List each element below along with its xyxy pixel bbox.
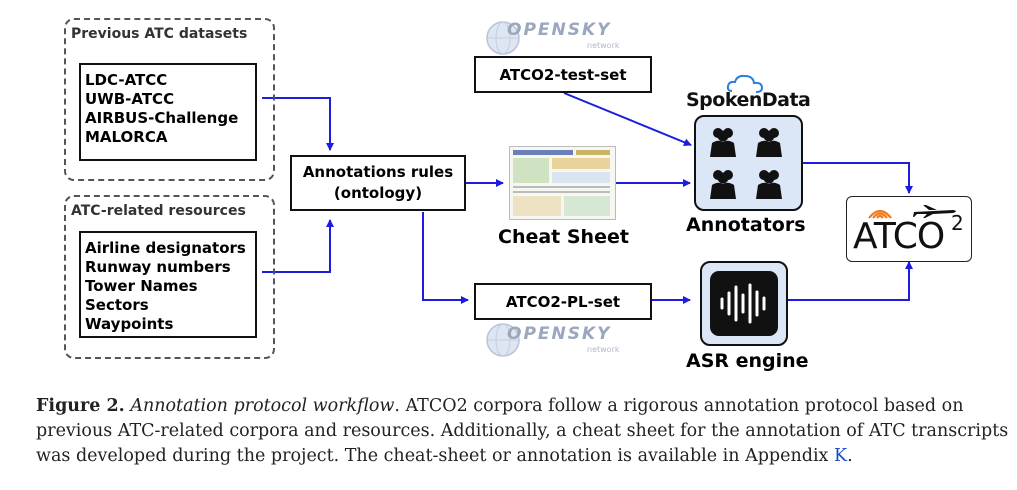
globe-icon bbox=[486, 21, 520, 55]
list-item: Runway numbers bbox=[85, 258, 231, 276]
figure-end: . bbox=[847, 446, 853, 466]
opensky-logo-bottom: OPENSKY network bbox=[483, 320, 648, 360]
figure-text: ATCO2 corpora follow a rigorous annotati… bbox=[36, 396, 1009, 466]
cheat-sheet-label: Cheat Sheet bbox=[498, 226, 629, 248]
previous-datasets-list: LDC-ATCC UWB-ATCC AIRBUS-Challenge MALOR… bbox=[79, 63, 257, 161]
cloud-icon bbox=[726, 74, 764, 93]
spokendata-logo: SpokenData bbox=[686, 73, 816, 113]
atco-wordmark: ATCO bbox=[853, 216, 945, 257]
previous-datasets-title: Previous ATC datasets bbox=[71, 26, 248, 42]
opensky-wordmark: OPENSKY bbox=[507, 20, 612, 40]
opensky-subtext: network bbox=[587, 345, 620, 354]
atco-superscript: 2 bbox=[951, 211, 964, 235]
list-item: Tower Names bbox=[85, 277, 198, 295]
related-resources-group bbox=[64, 195, 275, 359]
list-item: UWB-ATCC bbox=[85, 90, 175, 108]
opensky-logo-top: OPENSKY network bbox=[483, 18, 648, 58]
people-group-icon bbox=[710, 128, 782, 199]
asr-engine-node bbox=[700, 261, 788, 346]
related-resources-title: ATC-related resources bbox=[71, 203, 246, 219]
arrow-rules-to-plset bbox=[422, 212, 469, 304]
arrow-testset-to-annotators bbox=[563, 92, 692, 147]
atco2-test-set-box: ATCO2-test-set bbox=[474, 56, 652, 93]
opensky-subtext: network bbox=[587, 41, 620, 50]
audio-waveform-icon bbox=[710, 271, 778, 336]
list-item: LDC-ATCC bbox=[85, 71, 168, 89]
list-item: Airline designators bbox=[85, 239, 246, 257]
atco2-pl-set-box: ATCO2-PL-set bbox=[474, 283, 652, 320]
opensky-wordmark: OPENSKY bbox=[507, 324, 612, 344]
figure-caption: Figure 2. Annotation protocol workflow. … bbox=[36, 394, 1011, 469]
airplane-icon bbox=[913, 205, 956, 218]
annotators-node bbox=[694, 115, 803, 211]
list-item: AIRBUS-Challenge bbox=[85, 109, 239, 127]
figure-label: Figure 2. bbox=[36, 396, 125, 416]
globe-icon bbox=[486, 323, 520, 357]
figure-title-punct: . bbox=[394, 396, 400, 416]
arrow-asr-to-atco bbox=[788, 261, 913, 301]
asr-engine-label: ASR engine bbox=[686, 350, 809, 372]
atco2-logo: ATCO 2 bbox=[846, 196, 972, 262]
related-resources-list: Airline designators Runway numbers Tower… bbox=[79, 231, 257, 338]
list-item: Sectors bbox=[85, 296, 149, 314]
figure-title: Annotation protocol workflow bbox=[130, 396, 395, 416]
spokendata-wordmark: SpokenData bbox=[686, 89, 811, 111]
appendix-link[interactable]: K bbox=[834, 446, 848, 466]
list-item: MALORCA bbox=[85, 128, 168, 146]
arrow-annotators-to-atco bbox=[803, 162, 913, 194]
arrow-related-to-rules bbox=[262, 219, 334, 273]
previous-datasets-group bbox=[64, 18, 275, 181]
annotation-rules-box: Annotations rules (ontology) bbox=[290, 155, 466, 211]
annotators-label: Annotators bbox=[686, 214, 806, 236]
arrow-previous-to-rules bbox=[262, 97, 334, 151]
list-item: Waypoints bbox=[85, 315, 174, 333]
signal-waves-icon bbox=[868, 209, 892, 219]
cheat-sheet-thumbnail bbox=[509, 146, 616, 220]
